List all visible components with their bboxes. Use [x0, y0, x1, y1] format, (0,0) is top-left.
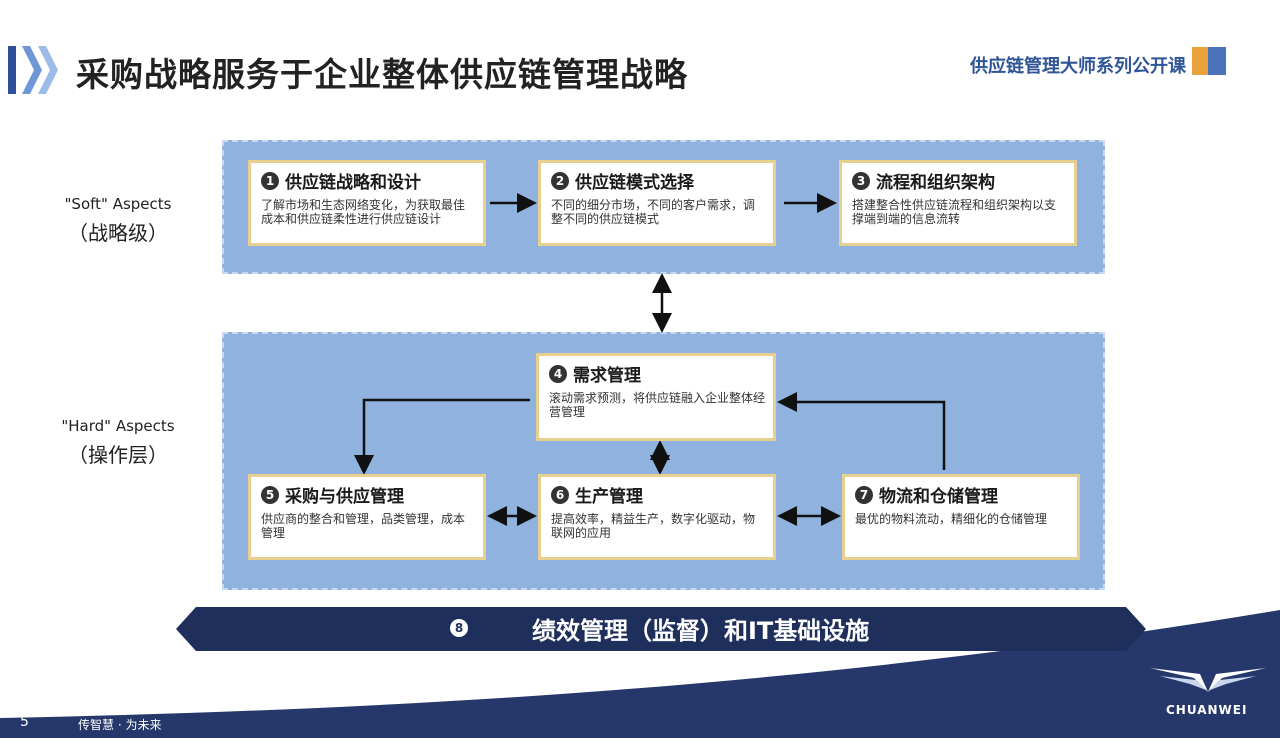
footer-slogan: 传智慧 · 为未来	[78, 718, 162, 732]
step-title: 供应链模式选择	[575, 173, 694, 193]
footer-wave	[0, 610, 1280, 738]
step-description: 最优的物料流动，精细化的仓储管理	[855, 512, 1048, 526]
title-chevron-icon	[8, 46, 58, 94]
page-title: 采购战略服务于企业整体供应链管理战略	[76, 55, 688, 94]
step-number-badge: 2	[551, 171, 569, 190]
step-number-badge: 1	[261, 171, 279, 190]
step-number-badge: 4	[549, 364, 567, 383]
page-number: 5	[20, 714, 29, 730]
step-box-demand-management: 4 需求管理 滚动需求预测，将供应链融入企业整体经营管理	[536, 353, 776, 441]
step-title: 需求管理	[573, 366, 641, 386]
step-number-badge: 5	[261, 485, 279, 504]
step-title: 流程和组织架构	[876, 173, 995, 193]
step-description: 滚动需求预测，将供应链融入企业整体经营管理	[549, 391, 766, 419]
step-number-badge: 6	[551, 485, 569, 504]
step-box-production-management: 6 生产管理 提高效率，精益生产，数字化驱动，物联网的应用	[538, 474, 776, 560]
step-number-badge: 3	[852, 171, 870, 190]
brand-wings-icon	[1150, 668, 1266, 692]
step-box-logistics-warehousing: 7 物流和仓储管理 最优的物料流动，精细化的仓储管理	[842, 474, 1080, 560]
step-title: 采购与供应管理	[285, 487, 404, 507]
step-title: 供应链战略和设计	[285, 173, 421, 193]
step-box-mode-selection: 2 供应链模式选择 不同的细分市场，不同的客户需求，调整不同的供应链模式	[538, 160, 776, 246]
step-title: 生产管理	[575, 487, 643, 507]
brand-name: CHUANWEI	[1166, 703, 1248, 717]
hard-aspects-label: "Hard" Aspects （操作层）	[58, 417, 178, 468]
series-label: 供应链管理大师系列公开课	[970, 56, 1186, 77]
soft-aspects-label: "Soft" Aspects （战略级）	[58, 195, 178, 246]
hard-aspects-zh: （操作层）	[68, 443, 168, 467]
step-box-supply-chain-strategy: 1 供应链战略和设计 了解市场和生态网络变化，为获取最佳成本和供应链柔性进行供应链…	[248, 160, 486, 246]
banner-double-arrow	[176, 607, 1146, 651]
step-box-procurement-supply: 5 采购与供应管理 供应商的整合和管理，品类管理，成本管理	[248, 474, 486, 560]
step-description: 供应商的整合和管理，品类管理，成本管理	[261, 512, 466, 540]
hard-aspects-en: "Hard" Aspects	[61, 417, 175, 435]
step-description: 了解市场和生态网络变化，为获取最佳成本和供应链柔性进行供应链设计	[261, 198, 466, 226]
step-description: 搭建整合性供应链流程和组织架构以支撑端到端的信息流转	[852, 198, 1057, 226]
banner-number-badge: 8	[450, 619, 468, 637]
banner-text: 绩效管理（监督）和IT基础设施	[532, 617, 870, 645]
series-logo-icon	[1192, 47, 1228, 75]
step-description: 不同的细分市场，不同的客户需求，调整不同的供应链模式	[551, 198, 756, 226]
soft-aspects-zh: （战略级）	[68, 221, 168, 245]
soft-aspects-en: "Soft" Aspects	[64, 195, 172, 213]
step-box-process-organization: 3 流程和组织架构 搭建整合性供应链流程和组织架构以支撑端到端的信息流转	[839, 160, 1077, 246]
step-number-badge: 7	[855, 485, 873, 504]
step-title: 物流和仓储管理	[879, 487, 998, 507]
step-description: 提高效率，精益生产，数字化驱动，物联网的应用	[551, 512, 756, 540]
